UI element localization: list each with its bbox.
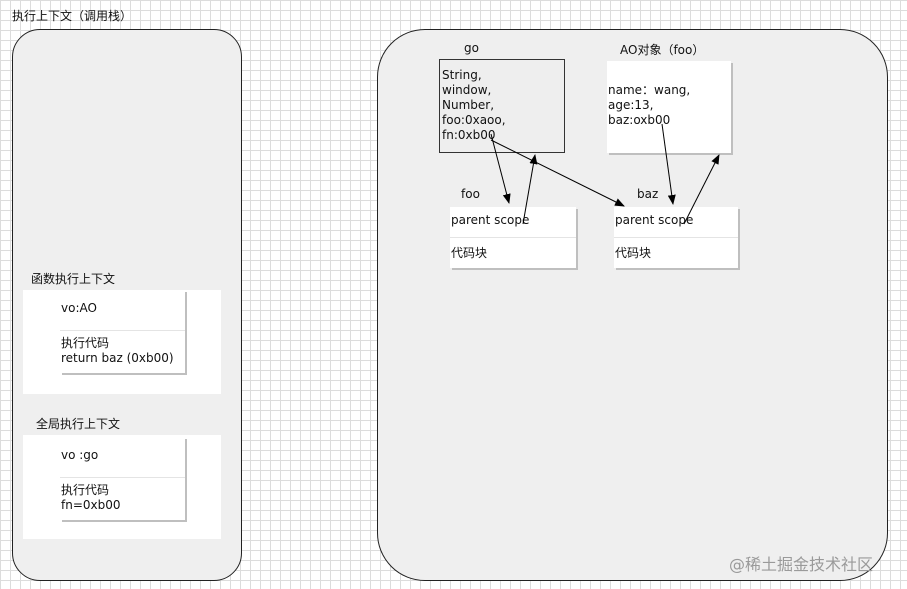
ao-object-label: AO对象（foo） (620, 43, 705, 57)
function-context-vo: vo:AO (61, 301, 97, 315)
watermark: @稀土掘金技术社区 (729, 555, 874, 574)
function-context-label: 函数执行上下文 (31, 272, 116, 286)
global-context-label: 全局执行上下文 (36, 417, 121, 431)
baz-code-block: 代码块 (614, 237, 738, 268)
global-context-box: vo :go 执行代码 fn=0xb00 (60, 437, 185, 520)
go-object-label: go (464, 41, 479, 55)
foo-function-box: parent scope 代码块 (450, 207, 576, 268)
baz-function-box: parent scope 代码块 (614, 207, 738, 268)
global-context-vo: vo :go (61, 448, 99, 462)
baz-parent-scope: parent scope (615, 213, 694, 227)
global-context-code: 执行代码 fn=0xb00 (60, 477, 185, 520)
foo-function-label: foo (461, 187, 480, 201)
diagram-title: 执行上下文（调用栈） (12, 9, 133, 23)
ao-object-box: name：wang, age:13, baz:oxb00 (607, 61, 731, 153)
baz-function-label: baz (637, 187, 659, 201)
foo-code-block: 代码块 (450, 237, 576, 268)
foo-parent-scope: parent scope (451, 213, 530, 227)
function-context-box: vo:AO 执行代码 return baz (0xb00) (60, 290, 185, 373)
go-object-box: String, window, Number, foo:0xaoo, fn:0x… (439, 59, 565, 153)
function-context-code: 执行代码 return baz (0xb00) (60, 330, 185, 373)
